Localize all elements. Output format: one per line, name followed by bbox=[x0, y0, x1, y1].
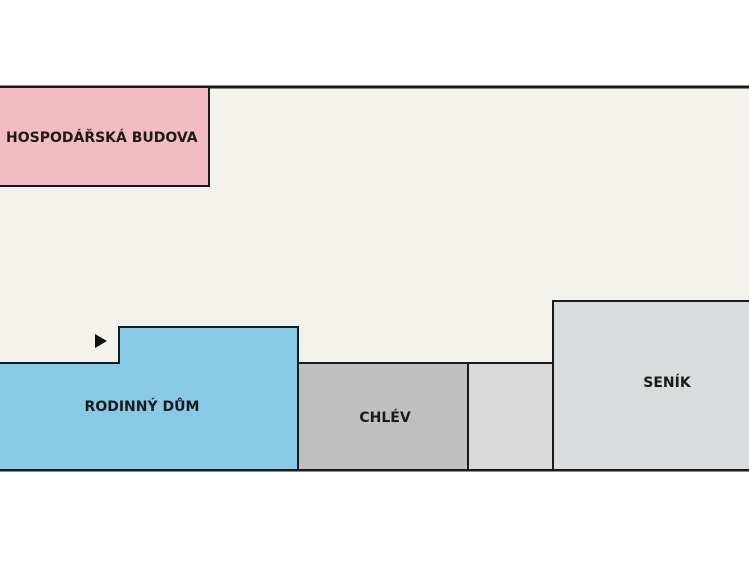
family-house-label: RODINNÝ DŮM bbox=[85, 397, 200, 415]
barn[interactable] bbox=[297, 362, 469, 471]
hayloft[interactable] bbox=[552, 300, 749, 471]
farm-building[interactable] bbox=[0, 86, 210, 187]
hayloft-label: SENÍK bbox=[643, 374, 692, 391]
connector-section[interactable] bbox=[467, 362, 554, 471]
entrance-arrow-icon bbox=[95, 334, 107, 348]
family-house[interactable] bbox=[0, 326, 299, 471]
barn-label: CHLÉV bbox=[359, 409, 410, 426]
farm-building-label: HOSPODÁŘSKÁ BUDOVA bbox=[6, 129, 198, 146]
